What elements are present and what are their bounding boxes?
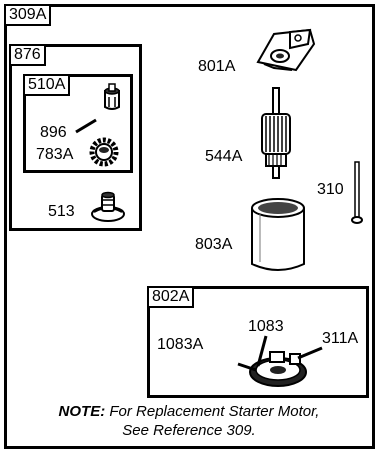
bolt-part-icon	[351, 161, 363, 224]
callout-803a: 803A	[195, 236, 233, 253]
group-tag-510a: 510A	[23, 74, 71, 96]
callout-801a: 801A	[198, 58, 236, 75]
group-tag-802a: 802A	[147, 286, 195, 308]
group-tag-309a: 309A	[4, 4, 52, 26]
callout-896: 896	[40, 124, 67, 141]
nut-part-icon	[104, 83, 120, 110]
drive-assembly-part-icon	[91, 191, 125, 222]
leader-line-896	[75, 118, 97, 134]
group-tag-876: 876	[9, 44, 46, 66]
callout-311a: 311A	[322, 330, 359, 347]
note-line-1: For Replacement Starter Motor,	[109, 403, 320, 420]
callout-1083: 1083	[248, 318, 284, 335]
callout-1083a: 1083A	[157, 336, 204, 353]
callout-513: 513	[48, 203, 75, 220]
gear-part-icon	[89, 137, 119, 167]
note-label: NOTE:	[58, 403, 106, 420]
end-cap-part-icon	[256, 28, 316, 72]
callout-783a: 783A	[36, 146, 74, 163]
callout-310: 310	[317, 181, 344, 198]
note-line-2: See Reference 309.	[122, 422, 256, 439]
replacement-note: NOTE: For Replacement Starter Motor, See…	[8, 402, 370, 440]
armature-part-icon	[261, 87, 291, 179]
housing-part-icon	[251, 198, 305, 271]
callout-544a: 544A	[205, 148, 243, 165]
brush-plate-part-icon	[237, 335, 323, 387]
